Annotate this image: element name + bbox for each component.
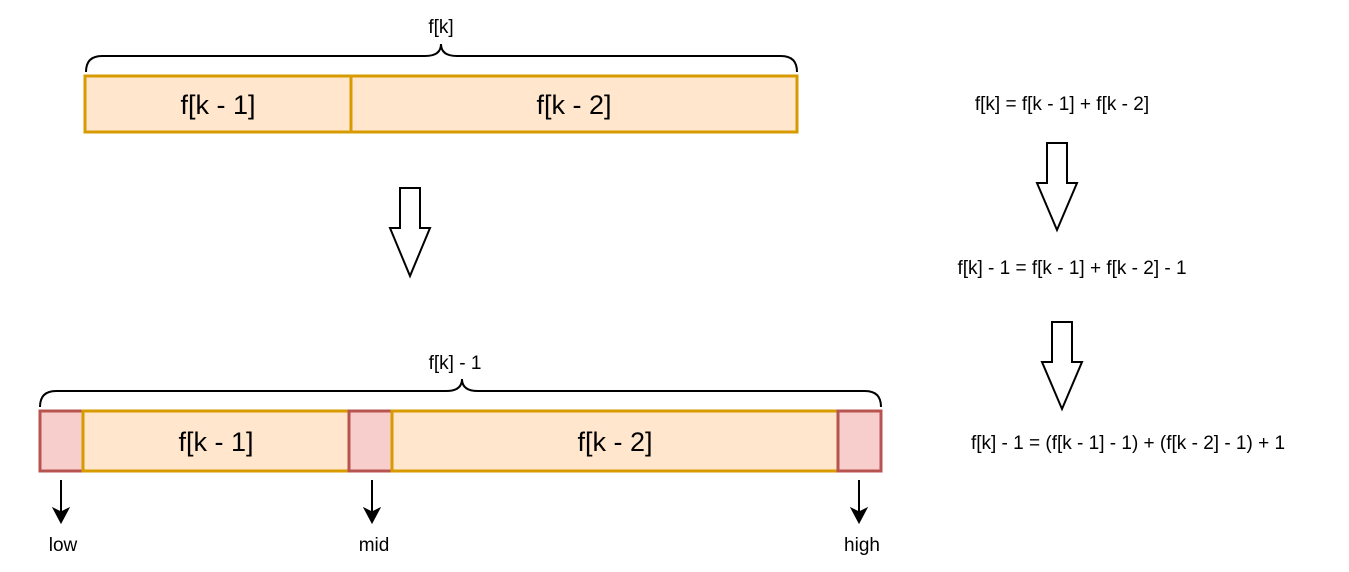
top-left-segment xyxy=(83,74,353,134)
mid-pointer-label: mid xyxy=(359,535,390,556)
top-left-segment-label: f[k - 1] xyxy=(180,90,255,120)
high-pointer-arrow xyxy=(849,480,869,525)
bottom-left-segment-label: f[k - 1] xyxy=(178,427,253,457)
bottom-brace xyxy=(39,378,882,408)
equation-1: f[k] = f[k - 1] + f[k - 2] xyxy=(975,94,1149,115)
mid-pointer-arrow xyxy=(362,480,382,525)
top-right-segment xyxy=(349,74,799,134)
bottom-right-segment-label: f[k - 2] xyxy=(577,427,652,457)
mid-marker-cell xyxy=(347,409,394,473)
bottom-brace-label: f[k] - 1 xyxy=(429,353,482,374)
low-pointer-arrow xyxy=(51,480,71,525)
top-right-segment-label: f[k - 2] xyxy=(536,90,611,120)
center-down-arrow xyxy=(388,187,432,279)
high-pointer-label: high xyxy=(844,535,880,556)
high-marker-cell xyxy=(836,409,883,473)
equation-3: f[k] - 1 = (f[k - 1] - 1) + (f[k - 2] - … xyxy=(971,433,1285,454)
top-brace xyxy=(85,43,798,73)
equation-arrow-1 xyxy=(1035,142,1079,233)
low-marker-cell xyxy=(38,409,85,473)
low-pointer-label: low xyxy=(49,535,78,556)
equation-2: f[k] - 1 = f[k - 1] + f[k - 2] - 1 xyxy=(957,258,1186,279)
equation-arrow-2 xyxy=(1040,321,1084,412)
bottom-left-segment xyxy=(81,409,351,473)
top-brace-label: f[k] xyxy=(428,17,453,38)
